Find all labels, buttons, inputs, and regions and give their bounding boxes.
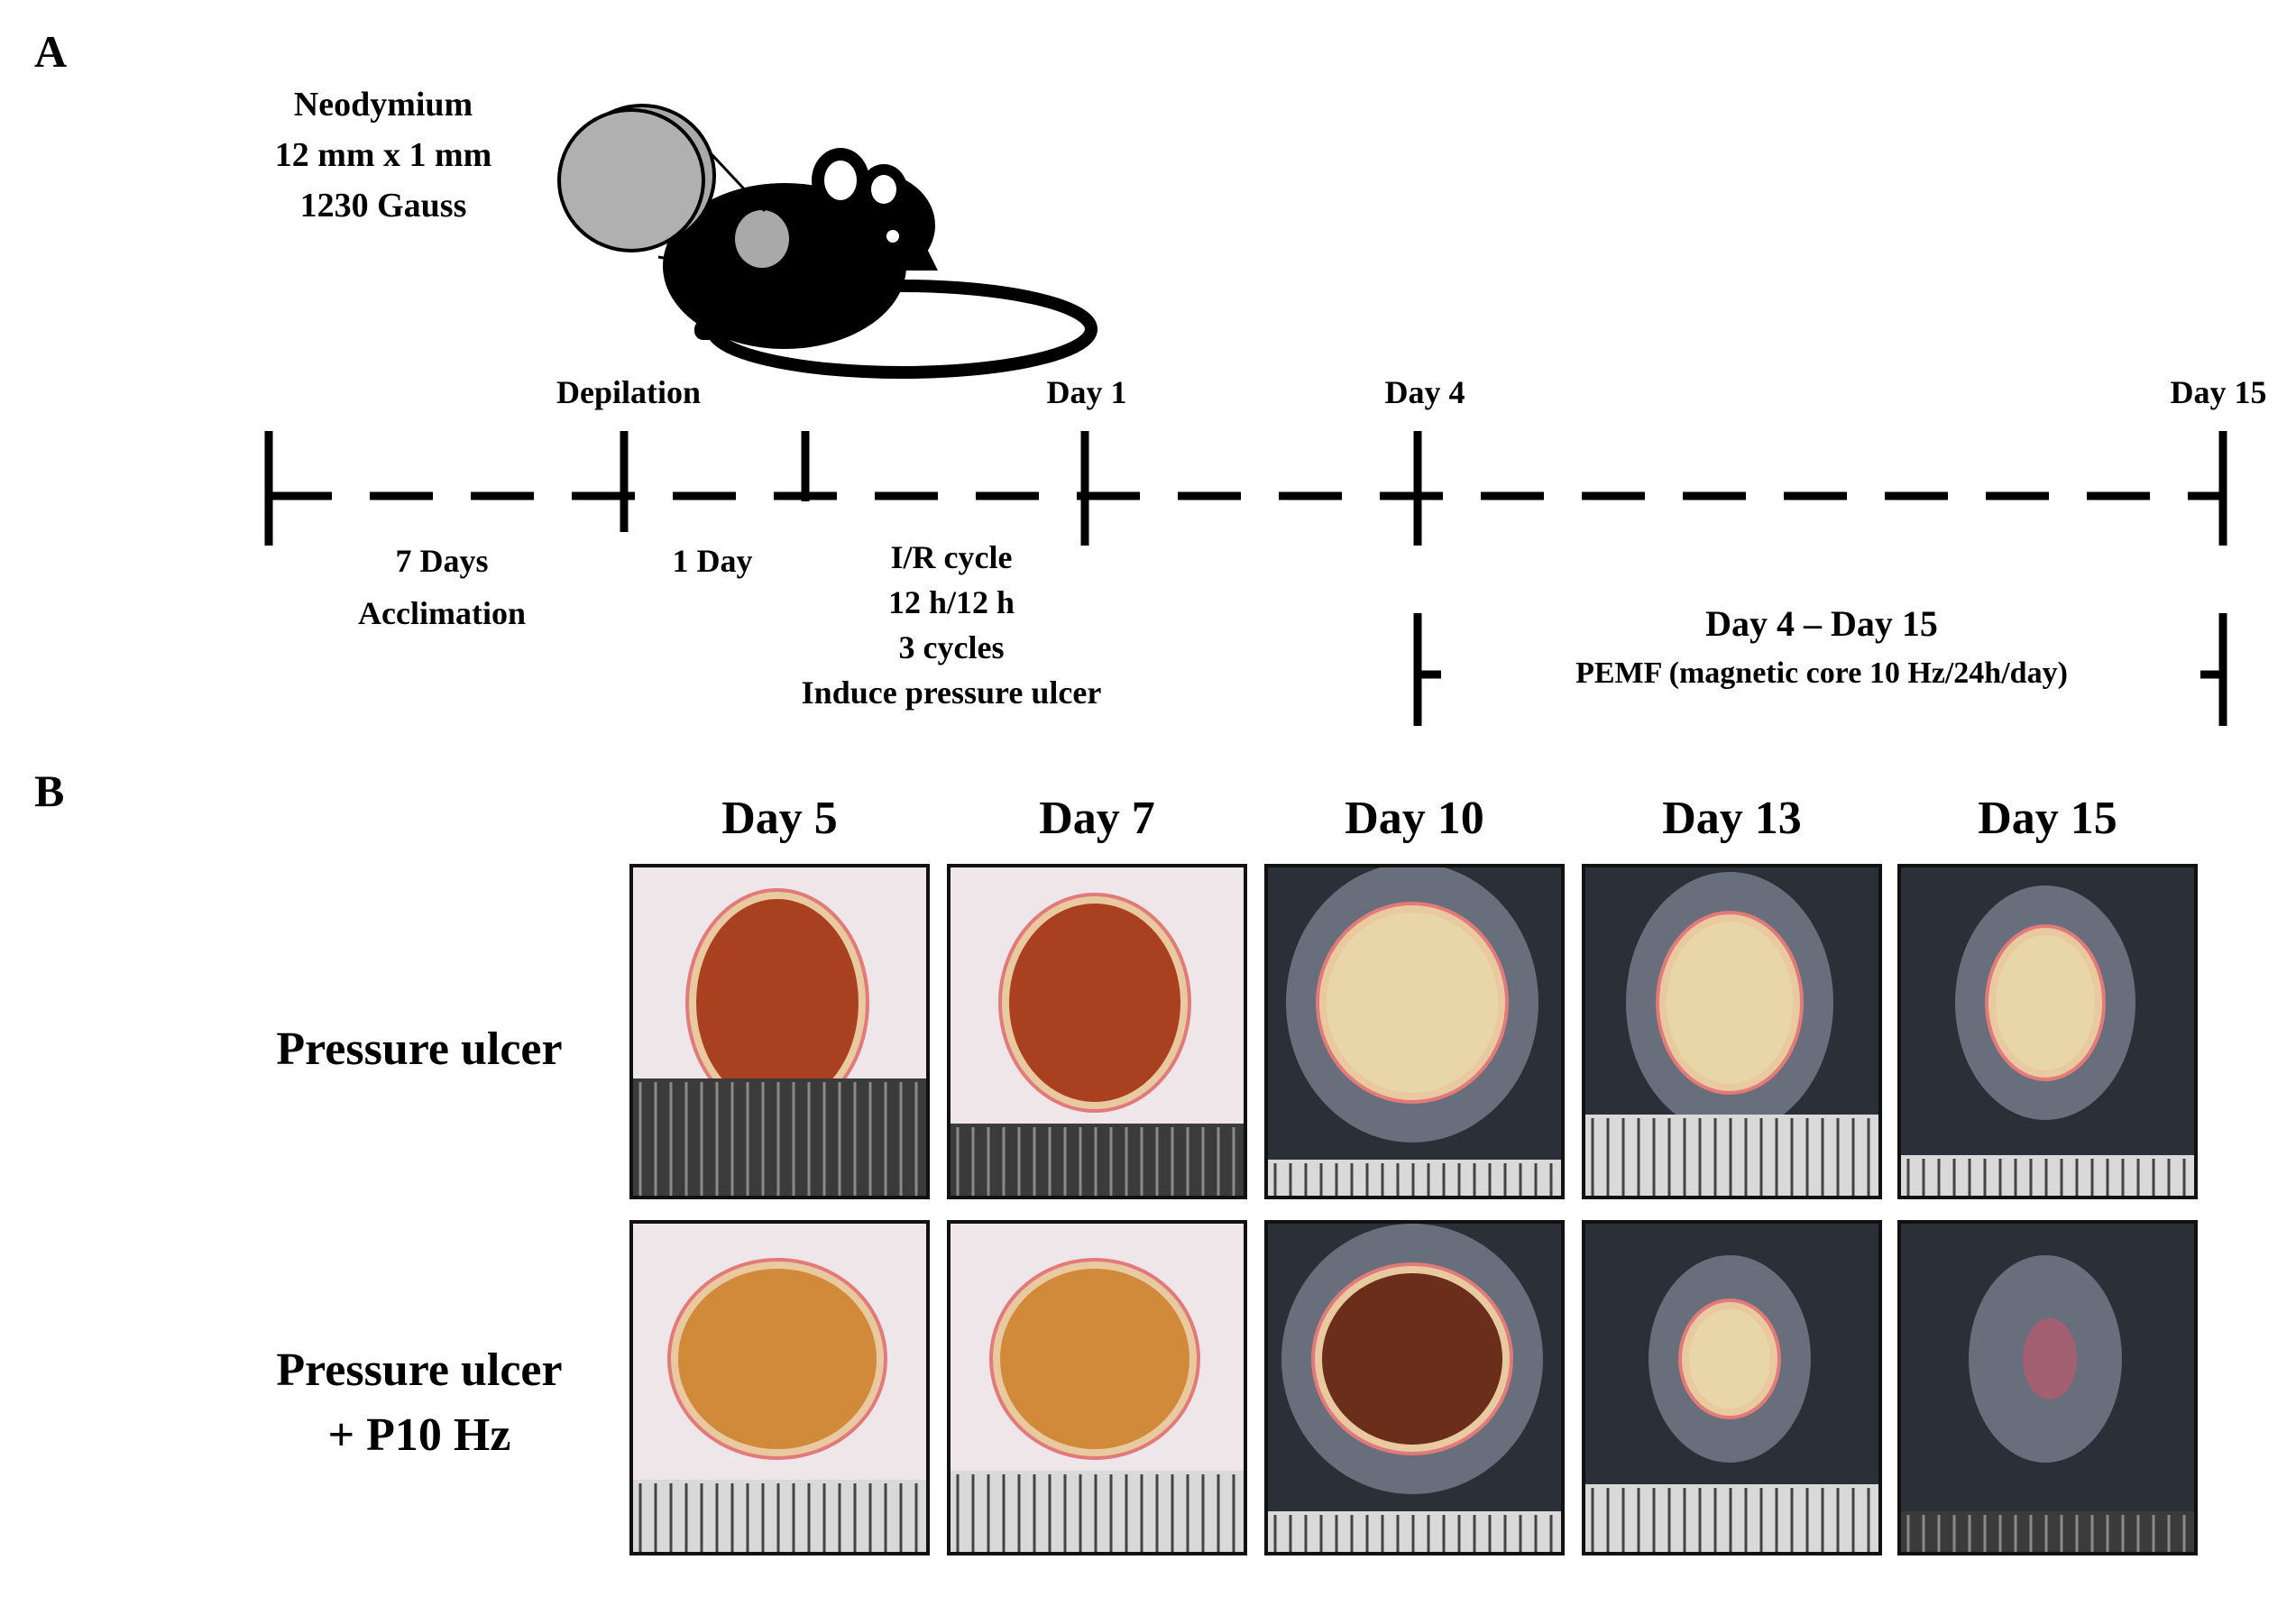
wound-photo <box>1264 864 1565 1199</box>
panel-label-a: A <box>34 26 68 77</box>
column-header-day-13: Day 13 <box>1662 793 1802 844</box>
wound-bed <box>678 1269 877 1449</box>
wound-photo <box>629 864 930 1199</box>
wound-bed <box>696 899 859 1106</box>
ir-cycle-purpose: Induce pressure ulcer <box>801 674 1102 711</box>
ir-cycle-title: I/R cycle <box>890 539 1013 575</box>
wound-photo-image <box>1901 867 2194 1196</box>
ir-cycle-count: 3 cycles <box>898 629 1005 665</box>
magnet-strength: 1230 Gauss <box>299 187 467 225</box>
period-one-day: 1 Day <box>672 543 753 579</box>
magnet-material: Neodymium <box>293 86 473 124</box>
magnet-size: 12 mm x 1 mm <box>274 136 492 174</box>
row-label-pressure-ulcer-p10: Pressure ulcer + P10 Hz <box>225 1338 613 1468</box>
magnet-disc-icon <box>557 104 767 272</box>
timeline-axis <box>264 431 2227 546</box>
period-ir-cycle: I/R cycle 12 h/12 h 3 cycles Induce pres… <box>767 535 1136 715</box>
timeline-diagram <box>264 104 2227 726</box>
column-header-day-10: Day 10 <box>1345 793 1484 844</box>
wound-bed <box>1689 1309 1770 1409</box>
row-label-line: Pressure ulcer <box>276 1023 563 1075</box>
wound-photo-image <box>1585 867 1878 1196</box>
wound-photo-image <box>633 867 926 1196</box>
wound-photo-image <box>633 1224 926 1552</box>
mouse-icon <box>663 148 1097 379</box>
wound-bed <box>1327 913 1498 1093</box>
wound-photo-image <box>1585 1224 1878 1552</box>
wound-photo <box>947 864 1247 1199</box>
pemf-range: Day 4 – Day 15 <box>1705 603 1938 644</box>
milestone-day-1: Day 1 <box>1046 374 1127 410</box>
healed-scar <box>2023 1318 2077 1399</box>
magnet-spec: Neodymium 12 mm x 1 mm 1230 Gauss <box>234 79 532 231</box>
wound-bed <box>1009 904 1180 1102</box>
wound-bed <box>1996 935 2095 1070</box>
ir-cycle-duration: 12 h/12 h <box>887 584 1015 620</box>
pemf-bracket <box>1413 613 2227 726</box>
column-header-day-15: Day 15 <box>1978 793 2117 844</box>
milestone-depilation: Depilation <box>556 374 701 410</box>
wound-photo-image <box>1268 1224 1561 1552</box>
panel-label-b: B <box>34 766 65 816</box>
wound-photo-image <box>951 867 1244 1196</box>
wound-photo <box>947 1220 1247 1555</box>
period-acclimation-days: 7 Days <box>395 543 489 579</box>
row-label-line: Pressure ulcer <box>276 1344 563 1396</box>
wound-photo <box>1582 864 1882 1199</box>
wound-bed <box>1000 1269 1189 1449</box>
column-header-day-5: Day 5 <box>721 793 838 844</box>
column-header-day-7: Day 7 <box>1039 793 1155 844</box>
milestone-day-4: Day 4 <box>1384 374 1465 410</box>
wound-bed <box>1667 922 1793 1084</box>
wound-photo <box>1582 1220 1882 1555</box>
wound-photo-image <box>1901 1224 2194 1552</box>
wound-photo <box>1264 1220 1565 1555</box>
row-label-pressure-ulcer: Pressure ulcer <box>225 1017 613 1082</box>
wound-photo <box>1897 864 2198 1199</box>
milestone-day-15: Day 15 <box>2170 374 2267 410</box>
wound-photo <box>1897 1220 2198 1555</box>
row-label-line: + P10 Hz <box>327 1409 511 1461</box>
period-acclimation: 7 Days Acclimation <box>334 535 550 639</box>
wound-photo-image <box>1268 867 1561 1196</box>
period-acclimation-label: Acclimation <box>358 595 526 631</box>
wound-photo-image <box>951 1224 1244 1552</box>
pemf-description: PEMF (magnetic core 10 Hz/24h/day) <box>1575 656 2068 690</box>
wound-bed <box>1322 1273 1502 1445</box>
wound-photo <box>629 1220 930 1555</box>
